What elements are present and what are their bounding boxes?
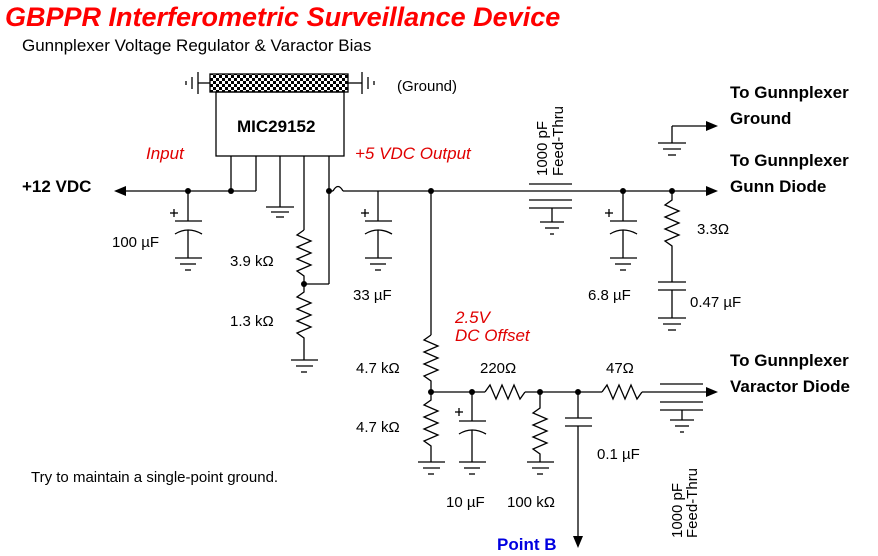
- dc-offset-line1: 2.5V: [454, 308, 492, 327]
- c-snub-label: 0.47 µF: [690, 294, 741, 311]
- varactor-bias-network: 4.7 kΩ 4.7 kΩ 220Ω 10 µF 100 kΩ 0.1 µF: [356, 191, 850, 554]
- feedthru2-type: Feed-Thru: [684, 468, 701, 538]
- dc-offset-line2: DC Offset: [455, 326, 531, 345]
- input-rail: +12 VDC 100 µF: [22, 177, 256, 271]
- c-in-label: 100 µF: [112, 234, 159, 251]
- c-gunn-label: 6.8 µF: [588, 287, 631, 304]
- c-couple-label: 0.1 µF: [597, 446, 640, 463]
- out-varactor-line1: To Gunnplexer: [730, 351, 849, 370]
- r-snub-label: 3.3Ω: [697, 221, 729, 238]
- out-ground-line1: To Gunnplexer: [730, 83, 849, 102]
- heatsink-tab: [209, 73, 349, 93]
- c-out-label: 33 µF: [353, 287, 392, 304]
- feedthru1-value: 1000 pF: [534, 121, 551, 176]
- gunnplexer-ground-output: To Gunnplexer Ground To Gunnplexer Gunn …: [658, 83, 849, 196]
- out-gunn-line1: To Gunnplexer: [730, 151, 849, 170]
- feedthru1-type: Feed-Thru: [550, 106, 567, 176]
- r-series1-label: 220Ω: [480, 360, 516, 377]
- ground-symbol: [266, 206, 294, 218]
- r-bot-label: 1.3 kΩ: [230, 313, 274, 330]
- out-gunn-line2: Gunn Diode: [730, 177, 826, 196]
- point-b-label: Point B: [497, 535, 557, 554]
- adjust-divider: 3.9 kΩ 1.3 kΩ: [230, 188, 332, 373]
- ground-tab-label: (Ground): [397, 78, 457, 95]
- regulator-part-label: MIC29152: [237, 117, 315, 136]
- r-div-bot-label: 4.7 kΩ: [356, 419, 400, 436]
- out-varactor-line2: Varactor Diode: [730, 377, 850, 396]
- c-div-label: 10 µF: [446, 494, 485, 511]
- regulator-ic: MIC29152 (Ground): [185, 72, 457, 207]
- input-annotation: Input: [146, 144, 185, 163]
- r-top-label: 3.9 kΩ: [230, 253, 274, 270]
- r-series2-label: 47Ω: [606, 360, 634, 377]
- output-annotation: +5 VDC Output: [355, 144, 472, 163]
- output-rail: 33 µF 1000 pF Feed-Thru 6.8 µF 3.3Ω 0.47…: [329, 106, 741, 331]
- page-subtitle: Gunnplexer Voltage Regulator & Varactor …: [22, 36, 371, 55]
- r-load-label: 100 kΩ: [507, 494, 555, 511]
- ground-note: Try to maintain a single-point ground.: [31, 469, 278, 486]
- supply-label: +12 VDC: [22, 177, 91, 196]
- page-title: GBPPR Interferometric Surveillance Devic…: [5, 2, 560, 32]
- r-div-top-label: 4.7 kΩ: [356, 360, 400, 377]
- feedthru2-value: 1000 pF: [669, 483, 686, 538]
- out-ground-line2: Ground: [730, 109, 791, 128]
